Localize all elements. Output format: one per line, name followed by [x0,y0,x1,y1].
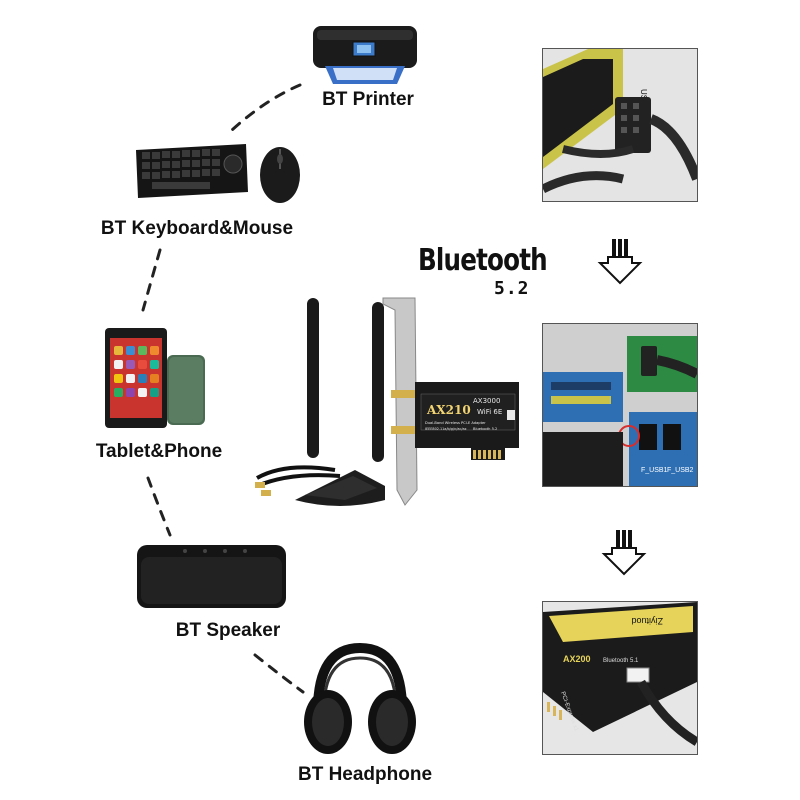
down-arrow-icon [596,237,644,285]
card-model-text: AX210 [426,403,471,417]
bluetooth-version: 5.2 [494,278,530,299]
card-brand-text: Ziyituod [631,616,663,626]
bt-keyboard-mouse-label: BT Keyboard&Mouse [100,218,294,239]
bluetooth-title: Bluetooth [418,243,548,278]
install-photo-motherboard: F_USB1 F_USB2 [542,323,698,487]
keyboard-image [132,140,250,202]
printer-image [305,18,425,88]
card-desc-text: Dual-Band Wireless PCI-E Adapter [425,421,486,425]
install-photo-card-connector: Ziyituod AX200 Bluetooth 5.1 PCI-Express… [542,601,698,755]
phone-image [167,355,205,425]
card-bt-photo-text: Bluetooth 5.1 [603,658,639,664]
wifi-card-product: AX210 AX3000 WiFi 6E Dual-Band Wireless … [245,290,525,520]
f-usb1-label: F_USB1 [641,467,668,474]
card-wifi-text: WiFi 6E [477,408,502,416]
card-bt-text: Bluetooth 5.2 [473,427,497,431]
speaker-image [135,543,288,610]
card-standard-text: IEEE802.11a/b/g/n/ac/ax [425,427,467,431]
down-arrow-icon-2 [600,528,648,576]
mouse-image [255,143,305,205]
tablet-image [105,328,167,428]
f-usb2-label: F_USB2 [667,467,694,474]
install-photo-usb-cable: USB [542,48,698,202]
headphone-image [300,640,420,758]
card-model-photo-text: AX200 [563,654,591,664]
card-speed-text: AX3000 [473,397,500,405]
bt-speaker-label: BT Speaker [175,620,281,641]
tablet-phone-label: Tablet&Phone [95,441,223,462]
bt-printer-label: BT Printer [322,89,414,110]
bt-headphone-label: BT Headphone [297,764,433,785]
